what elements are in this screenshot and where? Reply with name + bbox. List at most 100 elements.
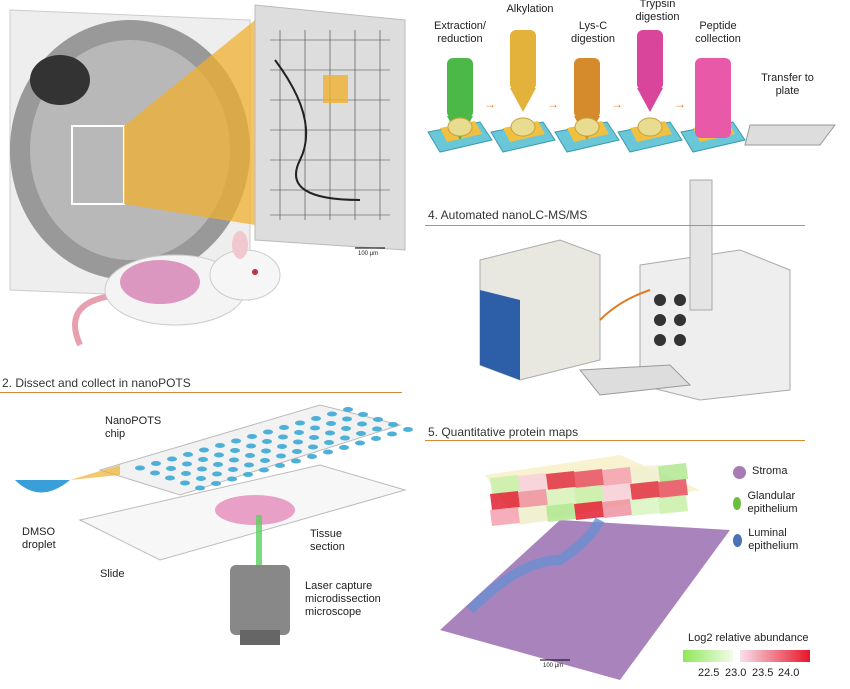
heatmap-cell [658, 463, 688, 482]
chip-well [246, 443, 256, 449]
chip-well [355, 440, 365, 446]
heatmap-cell [546, 487, 576, 506]
chip-well [343, 407, 353, 412]
chip-well [310, 425, 320, 431]
chip-well [151, 461, 161, 466]
chip-well [341, 426, 351, 431]
chip-well [259, 467, 269, 473]
svg-text:→: → [674, 97, 686, 111]
chip-well [227, 476, 237, 482]
legend-swatch [733, 497, 742, 510]
lc-ms-instrument [479, 179, 791, 401]
chip-well [247, 434, 257, 439]
chip-well [323, 449, 333, 455]
chip-well [291, 458, 301, 464]
pipette-tip-step: → [427, 58, 496, 153]
tissue-label: Tissue section [310, 528, 345, 553]
digestion-workflow: → → → → [427, 30, 746, 153]
heatmap-cell [630, 497, 660, 516]
chip-well [356, 431, 366, 436]
chip-well [230, 448, 240, 453]
divider [0, 392, 402, 393]
step-label-peptide: Peptide collection [695, 20, 741, 45]
divider [425, 225, 805, 226]
colorbar-tick: 22.5 [698, 667, 720, 679]
chip-well [167, 456, 177, 462]
heatmap-cell [518, 489, 548, 508]
chip-label: NanoPOTS chip [105, 415, 162, 440]
chip-well [213, 462, 223, 467]
pipette-tip-step: → [490, 30, 559, 153]
nanopots-chip [15, 404, 413, 645]
scale-bar-label: 100 µm [358, 251, 379, 257]
legend-luminal: Luminal epithelium [733, 527, 813, 553]
chip-well [327, 411, 337, 417]
chip-well [295, 420, 305, 426]
chip-well [292, 449, 302, 454]
chip-well [371, 436, 381, 441]
chip-well [195, 485, 205, 491]
chip-well [262, 439, 272, 444]
chip-well [307, 454, 317, 459]
heatmap-cell [574, 469, 604, 488]
chip-well [340, 435, 350, 441]
chip-well [180, 480, 190, 486]
heatmap-cell [658, 495, 688, 514]
heatmap-cell [490, 507, 520, 526]
heatmap-cell [518, 505, 548, 524]
colorbar-high [740, 650, 810, 662]
chip-well [373, 417, 383, 422]
chip-well [231, 438, 241, 444]
scale-bar-label: 100 µm [543, 663, 564, 669]
svg-text:→: → [547, 97, 559, 111]
legend-swatch [733, 534, 743, 547]
step-label-trypsin: Trypsin digestion [635, 0, 680, 23]
svg-text:→: → [611, 97, 623, 111]
chip-well [279, 425, 289, 430]
chip-well [135, 465, 145, 471]
protein-map [440, 455, 810, 680]
chip-well [324, 440, 334, 445]
step-label-lysc: Lys-C digestion [570, 20, 616, 45]
heatmap-cell [658, 479, 688, 498]
chip-well [211, 481, 221, 486]
chip-well [342, 416, 352, 422]
chip-well [150, 470, 160, 476]
chip-well [309, 435, 319, 440]
chip-well [294, 430, 304, 435]
chip-well [278, 434, 288, 440]
mouse-illustration [72, 231, 281, 347]
colorbar-low [683, 650, 733, 662]
chip-well [214, 452, 224, 458]
section-2-heading: 2. Dissect and collect in nanoPOTS [2, 376, 191, 390]
chip-well [339, 445, 349, 450]
heatmap-cell [574, 485, 604, 504]
heatmap-cell [602, 467, 632, 486]
slide-label: Slide [100, 568, 125, 580]
section-5-heading: 5. Quantitative protein maps [428, 425, 579, 439]
chip-well [308, 444, 318, 450]
legend-glandular: Glandular epithelium [733, 490, 813, 516]
chip-well [277, 444, 287, 449]
microscope-label: Laser capture microdissection microscope [305, 580, 381, 618]
chip-well [276, 453, 286, 459]
chip-well [326, 421, 336, 426]
chip-well [387, 431, 397, 437]
chip-well [261, 448, 271, 454]
divider [425, 440, 805, 441]
chip-well [243, 472, 253, 477]
heatmap-cell [490, 491, 520, 510]
chip-well [183, 452, 193, 457]
chip-well [293, 439, 303, 445]
section-4-heading: 4. Automated nanoLC-MS/MS [428, 208, 588, 222]
heatmap-cell [518, 473, 548, 492]
chip-well [358, 412, 368, 417]
transfer-label: Transfer to plate [761, 72, 814, 97]
chip-well [199, 447, 209, 453]
chip-well [357, 421, 367, 427]
pipette-tip-step: → [554, 58, 623, 153]
chip-well [181, 471, 191, 476]
svg-text:→: → [484, 97, 496, 111]
heatmap-cell [630, 481, 660, 500]
